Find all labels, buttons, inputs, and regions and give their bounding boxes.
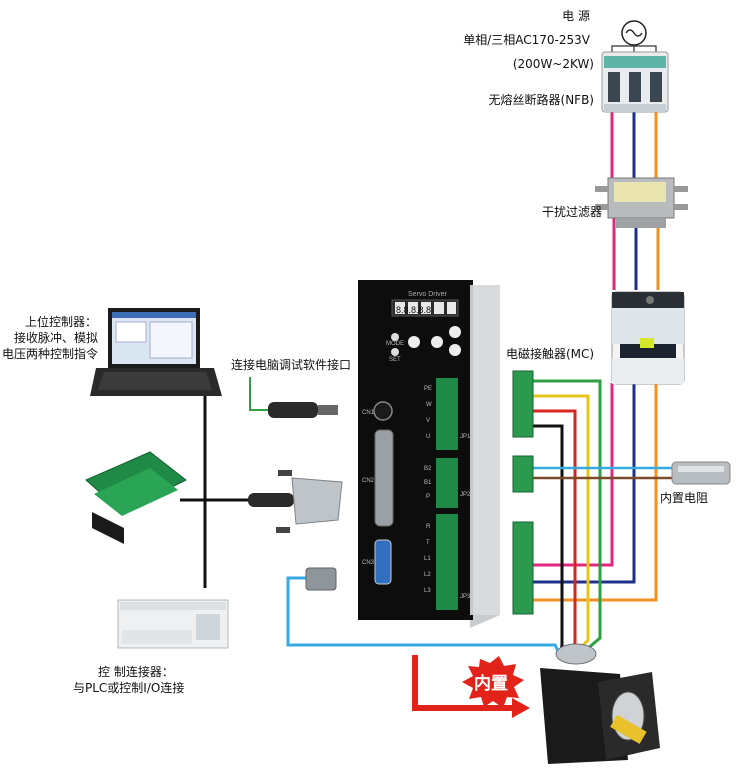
terminal-b1: B1 (424, 480, 432, 486)
cn2-label: CN2 (362, 478, 375, 484)
power-source-symbol (611, 20, 657, 52)
resistor-label: 内置电阻 (660, 491, 709, 505)
servo-motor (540, 643, 660, 764)
noise-filter (595, 177, 688, 228)
host-controller-line2: 接收脉冲、模拟 (13, 331, 98, 345)
terminal-l1: L1 (424, 556, 431, 562)
terminal-w: W (426, 402, 432, 408)
cn1-label: CN1 (362, 410, 375, 416)
jp3-label: JP3 (460, 594, 471, 600)
host-controller-line1: 上位控制器： (24, 315, 97, 329)
terminal-t: T (426, 540, 430, 546)
breaker-label: 无熔丝断路器(NFB) (488, 93, 594, 107)
contactor-label: 电磁接触器(MC) (506, 347, 595, 361)
signal-lines (180, 395, 248, 588)
filter-label: 干扰过滤器 (541, 205, 602, 219)
terminal-l2: L2 (424, 572, 431, 578)
drive-plugs (512, 370, 534, 615)
terminal-u: U (426, 434, 430, 440)
wire-magenta (533, 112, 616, 567)
db-cable (248, 470, 343, 533)
breaker-nfb (601, 51, 669, 113)
wire-black (533, 424, 564, 656)
power-range: (200W~2KW) (512, 57, 594, 71)
pc-interface-label: 连接电脑调试软件接口 (231, 358, 352, 372)
pc-debug-cable (249, 377, 338, 418)
plc (117, 599, 229, 649)
resistor-wires (533, 466, 672, 480)
wire-cyan (286, 576, 562, 656)
terminal-v: V (426, 418, 430, 424)
motor-wires (533, 379, 602, 657)
power-title: 电 源 (562, 9, 590, 23)
laptop (90, 308, 222, 396)
drive-display-readout: 8.8.8.8.8 (396, 305, 431, 315)
power-phase-spec: 单相/三相AC170-253V (463, 33, 590, 47)
mode-button-label: MODE (386, 341, 404, 347)
terminal-p: P (426, 494, 430, 500)
wire-green (533, 379, 602, 657)
jp1-label: JP1 (460, 434, 471, 440)
builtin-badge (462, 656, 524, 708)
cn3-label: CN3 (362, 560, 375, 566)
jp2-label: JP2 (460, 492, 471, 498)
terminal-b2: B2 (424, 466, 432, 472)
wire-red (533, 409, 577, 656)
set-button-label: SET (389, 357, 401, 363)
terminal-r: R (426, 524, 431, 530)
terminal-breakout-board (85, 451, 187, 544)
builtin-badge-label: 内置 (474, 673, 508, 694)
control-connector-line1: 控 制连接器： (98, 665, 174, 679)
drive-brand-label: Servo Driver (408, 291, 448, 298)
builtin-arrow (412, 655, 530, 718)
terminal-pe: PE (424, 386, 432, 392)
terminal-l3: L3 (424, 588, 431, 594)
contactor-mc (611, 291, 685, 385)
host-controller-line3: 电压两种控制指令 (1, 347, 98, 361)
internal-resistor (671, 461, 731, 485)
servo-drive (358, 280, 500, 628)
control-connector-line2: 与PLC或控制I/O连接 (73, 681, 185, 695)
cn3-plug (305, 567, 337, 591)
